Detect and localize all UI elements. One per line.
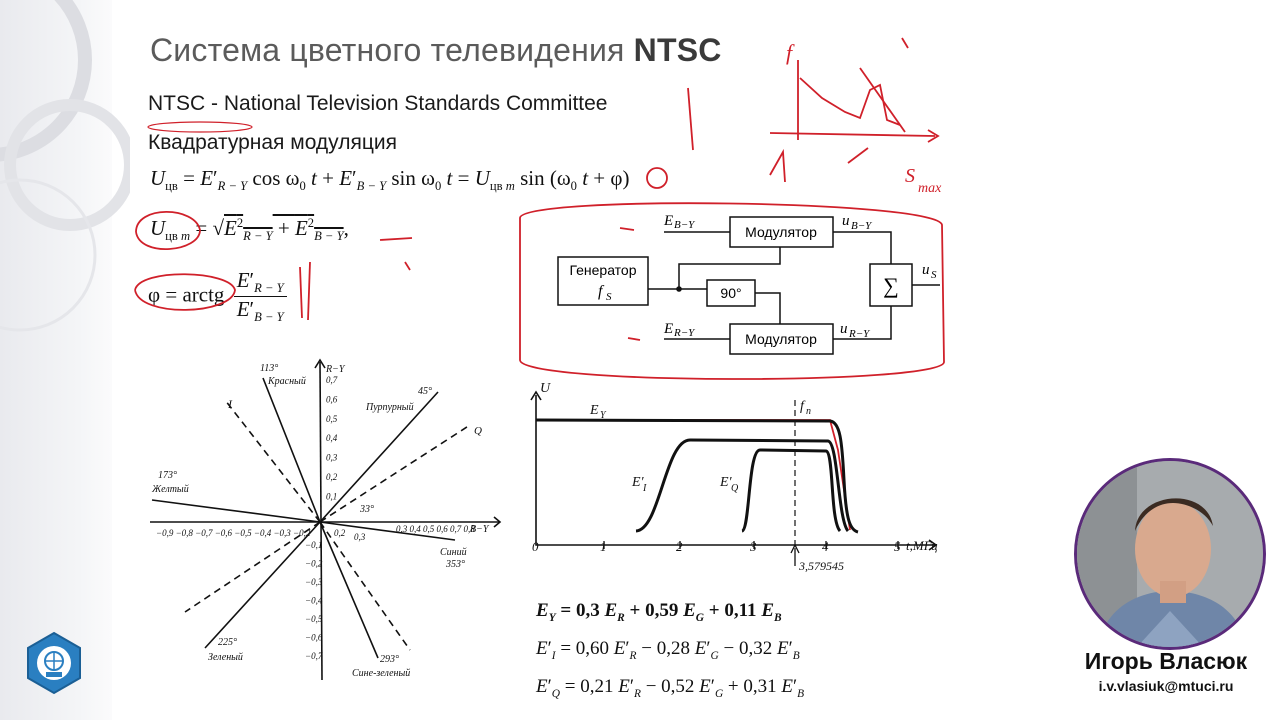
presenter-avatar: [1077, 461, 1263, 647]
tick-03: 0,3: [354, 532, 366, 542]
spectrum-x-tick-label: 4: [822, 539, 829, 554]
slide-title: Система цветного телевидения NTSC: [150, 32, 722, 68]
modulator-bottom-label: Модулятор: [745, 331, 817, 347]
spectrum-ey-sub: Y: [600, 410, 607, 421]
red-angle: 113°: [260, 363, 278, 374]
spectrum-marker: 3,579545: [798, 559, 844, 573]
spectrum-x-tick-label: 1: [600, 539, 607, 554]
blue-label: Синий: [440, 547, 467, 558]
presenter-email: i.v.vlasiuk@mtuci.ru: [1098, 678, 1234, 694]
equation-i: E′I = 0,60 E′R − 0,28 E′G − 0,32 E′B: [536, 638, 800, 662]
vertical-tick-label: −0,3: [305, 577, 323, 587]
generator-freq-sub: S: [606, 291, 612, 303]
input-top-label: E: [663, 213, 673, 229]
spectrum-x-tick-label: 5: [894, 539, 901, 554]
output-top-sub: B−Y: [851, 220, 873, 232]
axis-ry-label: R−Y: [325, 364, 346, 375]
vertical-tick-label: 0,4: [326, 433, 338, 443]
vertical-tick-label: 0,6: [326, 394, 338, 404]
slide-subtitle: Квадратурная модуляция: [148, 131, 397, 154]
vertical-tick-label: −0,5: [305, 614, 323, 624]
q-axis-label: Q: [474, 425, 482, 437]
spectrum-graph: [530, 390, 938, 566]
vertical-tick-label: −0,1: [305, 540, 322, 550]
equation-luminance: EY = 0,3 ER + 0,59 EG + 0,11 EB: [536, 600, 782, 624]
equation-q: E′Q = 0,21 E′R − 0,52 E′G + 0,31 E′B: [536, 676, 805, 700]
red-label: Красный: [267, 376, 306, 387]
yellow-label: Желтый: [151, 484, 189, 495]
equation-color-signal: Uцв = E′R − Y cos ω0 t + E′B − Y sin ω0 …: [150, 166, 630, 194]
vertical-tick-label: 0,1: [326, 491, 337, 501]
output-sum-sub: S: [931, 269, 937, 281]
angle-33-label: 33°: [359, 504, 374, 515]
spectrum-ey-label: E: [589, 403, 599, 418]
spectrum-y-label: U: [540, 381, 551, 396]
yellow-angle: 173°: [158, 470, 177, 481]
vertical-tick-label: 0,7: [326, 375, 338, 385]
generator-label: Генератор: [569, 262, 636, 278]
input-bottom-label: E: [663, 321, 673, 337]
generator-box: [557, 256, 649, 306]
spectrum-eq-sub: Q: [731, 483, 739, 494]
input-top-sub: B−Y: [674, 219, 696, 231]
ntsc-definition: NTSC - National Television Standards Com…: [148, 92, 608, 115]
horiz-ticks-left: −0,9 −0,8 −0,7 −0,6 −0,5 −0,4 −0,3 −0,2: [156, 528, 311, 538]
green-angle: 225°: [218, 637, 237, 648]
decorative-circles: [0, 0, 130, 332]
sketch-label-max: max: [918, 181, 942, 196]
horiz-ticks-right: 0,3 0,4 0,5 0,6 0,7 0,8: [396, 524, 475, 534]
output-top-label: u: [842, 213, 850, 229]
i-axis-label: I: [227, 397, 233, 411]
block-diagram: [557, 216, 940, 355]
spectrum-ei-label: E′: [631, 475, 645, 490]
purple-label: Пурпурный: [365, 402, 414, 413]
cyan-angle: 293°: [380, 654, 399, 665]
spectrum-x-tick-label: 0: [532, 539, 539, 554]
vector-diagram: [150, 358, 502, 681]
vertical-tick-label: 0,5: [326, 414, 338, 424]
input-bottom-sub: R−Y: [673, 327, 696, 339]
red-annotations: [134, 37, 945, 531]
spectrum-x-tick-label: 2: [676, 539, 683, 554]
generator-freq: f: [598, 283, 605, 300]
cyan-label: Сине-зеленый: [352, 668, 410, 679]
vertical-tick-label: 0,2: [326, 472, 338, 482]
spectrum-x-tick-label: 3: [749, 539, 757, 554]
equation-amplitude: Uцв m = √E2R − Y + E2B − Y,: [150, 216, 349, 244]
output-bottom-label: u: [840, 321, 848, 337]
spectrum-fn-sub: п: [806, 406, 811, 417]
spectrum-eq-label: E′: [719, 475, 733, 490]
presenter-name: Игорь Власюк: [1084, 648, 1248, 674]
spectrum-ei-sub: I: [642, 483, 647, 494]
sum-symbol: ∑: [883, 273, 899, 298]
vertical-tick-label: 0,3: [326, 453, 338, 463]
spectrum-x-unit: t,МГц: [906, 538, 938, 553]
output-bottom-sub: R−Y: [848, 328, 871, 340]
spectrum-fn-label: f: [800, 399, 806, 414]
tick-02: 0,2: [334, 528, 346, 538]
axis-by-label: B−Y: [470, 524, 490, 535]
junction-dot: [676, 286, 682, 292]
output-sum-label: u: [922, 262, 930, 278]
vertical-tick-label: −0,6: [305, 633, 323, 643]
webcam-video: [1074, 458, 1266, 650]
sketch-label-top: f: [786, 40, 795, 65]
vertical-tick-label: −0,2: [305, 559, 323, 569]
vertical-ticks: 0,7 0,6 0,5 0,4 0,3 0,2 0,1 −0,1 −0,2 −0,3 −0,4 −0,…: [305, 375, 338, 661]
spectrum-x-ticks: 0 1 2 3 4 5: [532, 539, 901, 554]
vertical-tick-label: −0,7: [305, 651, 323, 661]
purple-angle: 45°: [418, 386, 432, 397]
modulator-top-label: Модулятор: [745, 224, 817, 240]
phase-shift-label: 90°: [720, 285, 741, 301]
university-logo: [27, 631, 81, 695]
blue-angle: 353°: [445, 559, 465, 570]
green-label: Зеленый: [208, 652, 243, 663]
vertical-tick-label: −0,4: [305, 596, 323, 606]
sketch-label-right: S: [905, 165, 915, 187]
